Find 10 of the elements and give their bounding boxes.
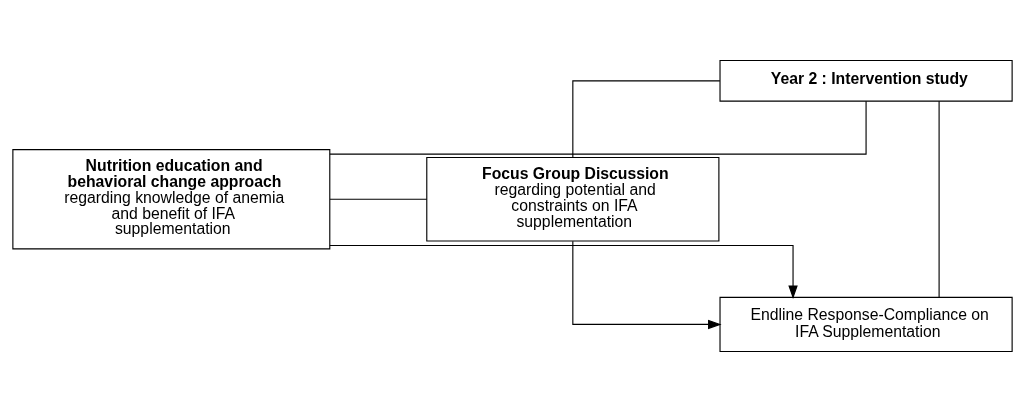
connector [572, 80, 721, 159]
connector [329, 198, 428, 200]
node-box: Year 2 : Intervention study [719, 59, 1013, 102]
arrow [572, 240, 722, 330]
connector [329, 100, 867, 155]
connector [938, 100, 940, 298]
node-box: Nutrition education and behavioral change approach regarding knowledge of anemia and benefit of IFA supplementation [12, 149, 331, 250]
arrow [329, 244, 798, 299]
node-box: Endline Response-Compliance on IFA Supplementation [719, 296, 1013, 353]
node-box: Focus Group Discussion regarding potential and constraints on IFA supplementation [426, 156, 720, 242]
